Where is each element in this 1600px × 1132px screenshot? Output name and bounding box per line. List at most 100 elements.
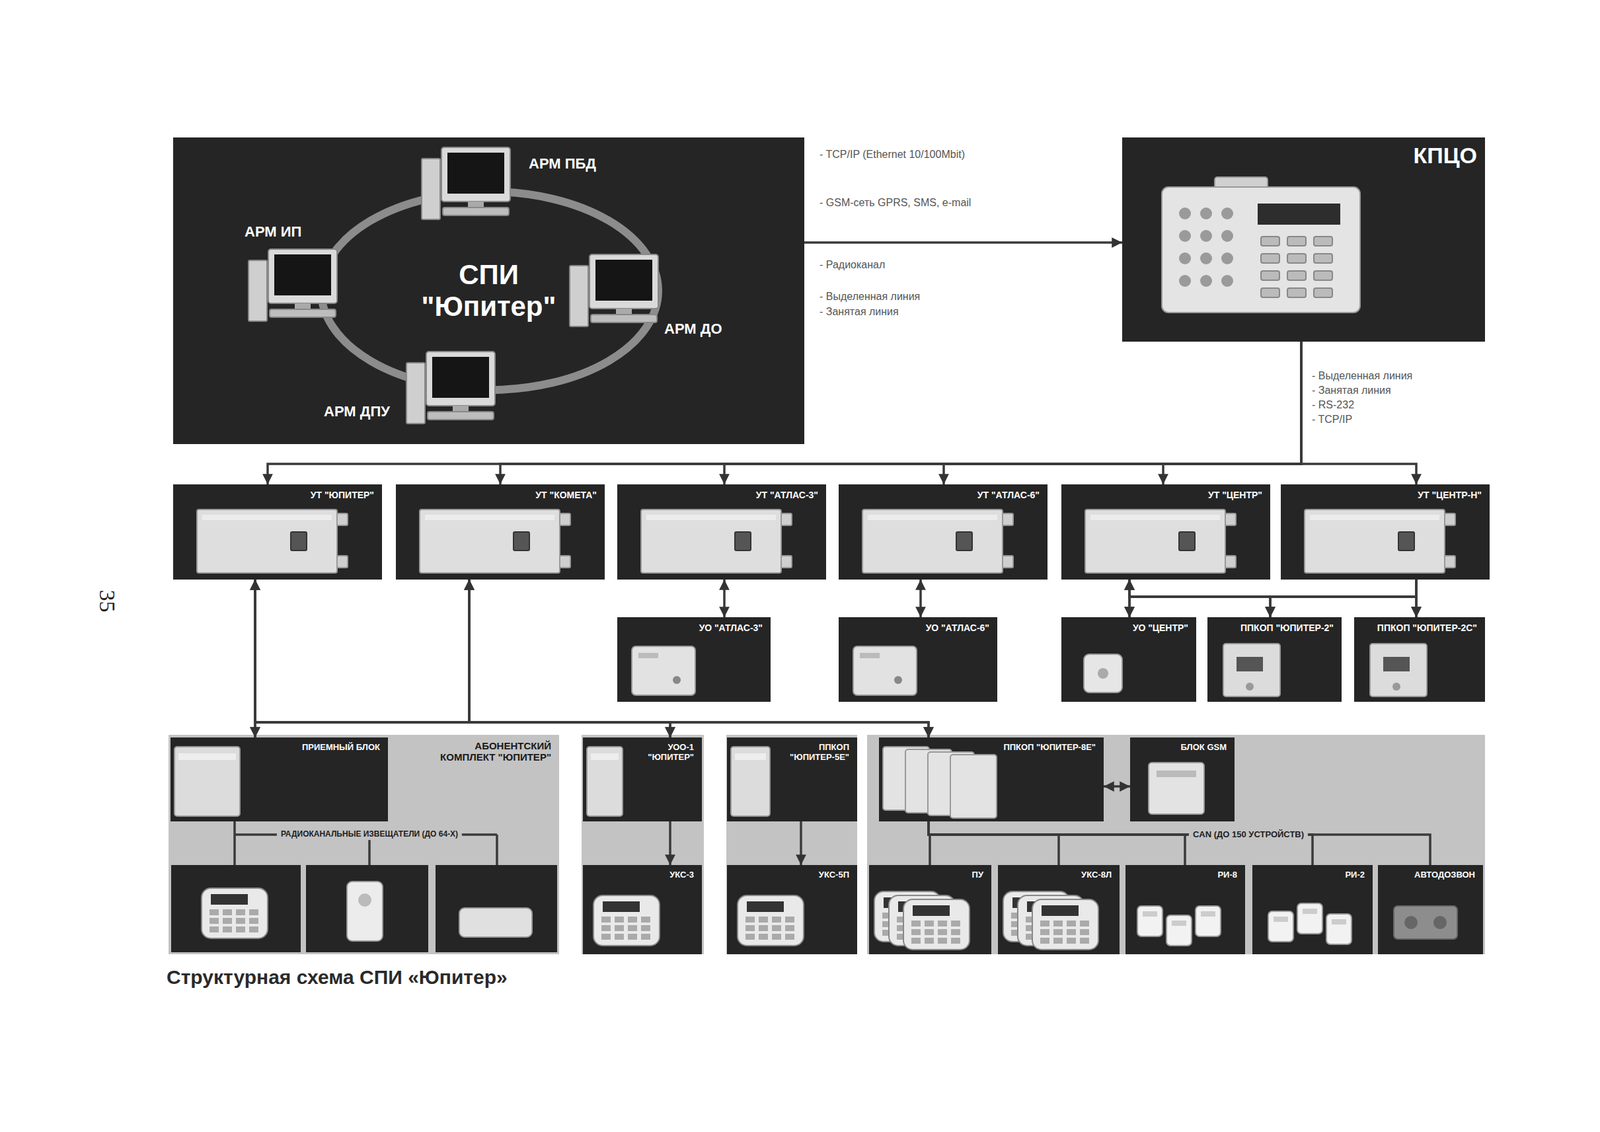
shape-part	[427, 411, 494, 420]
shape-part	[1297, 903, 1323, 934]
shape-part	[1326, 914, 1352, 945]
shape-part	[1383, 656, 1410, 672]
shape-part	[235, 917, 246, 924]
shape-part	[589, 254, 659, 309]
shape-part	[435, 865, 558, 953]
connector	[668, 821, 672, 866]
shape-part	[1171, 920, 1187, 926]
connector	[928, 821, 1185, 866]
node-label: УО "АТЛАС-6"	[925, 622, 990, 634]
shape-part	[1313, 288, 1333, 298]
device-box: ППКОП "ЮПИТЕР-8Е"	[878, 737, 1104, 822]
device-box: УОО-1 "ЮПИТЕР"	[582, 737, 702, 822]
shape-part	[1002, 555, 1014, 568]
connector	[255, 579, 470, 738]
shape-part	[447, 152, 505, 194]
connector	[1163, 341, 1302, 485]
node-label: УО "АТЛАС-3"	[699, 622, 763, 634]
shape-part	[171, 865, 301, 953]
shape-part	[730, 746, 770, 817]
node-label: БЛОК GSM	[1180, 742, 1227, 753]
terminal-box: УТ "КОМЕТА"	[395, 484, 605, 580]
node-label: ППКОП "ЮПИТЕР-8Е"	[1003, 742, 1096, 753]
shape-part	[1313, 253, 1333, 264]
connector	[500, 341, 1302, 485]
shape-part	[1304, 509, 1445, 573]
terminal-box: УТ "АТЛАС-6"	[838, 484, 1048, 580]
shape-part	[1148, 762, 1205, 815]
shape-part	[1079, 920, 1090, 927]
shape-part	[1041, 905, 1079, 916]
page-number: 35	[93, 590, 120, 613]
shape-part	[1393, 906, 1458, 940]
group-panel: АБОНЕНТСКИЙ КОМПЛЕКТ "ЮПИТЕР"ПРИЕМНЫЙ БЛ…	[168, 734, 560, 955]
connector	[267, 341, 1302, 485]
shape-part	[627, 925, 638, 932]
node-label: УО "ЦЕНТР"	[1132, 622, 1189, 634]
node-label: СПИ "Юпитер"	[409, 259, 569, 324]
shape-part	[1370, 643, 1427, 697]
connector	[928, 821, 1313, 866]
shape-part	[1200, 207, 1213, 220]
terminal-box: УТ "ЦЕНТР-Н"	[1280, 484, 1490, 580]
shape-part	[1221, 207, 1234, 220]
shape-part	[559, 555, 571, 568]
shape-part	[601, 933, 611, 940]
shape-part	[467, 201, 484, 207]
shape-part	[1179, 207, 1191, 220]
shape-part	[1090, 514, 1220, 521]
shape-part	[785, 925, 795, 932]
shape-part	[853, 646, 917, 696]
shape-part	[1221, 274, 1234, 287]
shape-part	[1221, 252, 1234, 265]
shape-part	[209, 909, 219, 916]
shape-part	[903, 899, 970, 950]
shape-part	[1433, 915, 1447, 930]
annotation-label: - GSM-сеть GPRS, SMS, e-mail	[819, 196, 972, 209]
shape-part	[1236, 656, 1263, 672]
device-picture	[1122, 137, 1486, 342]
connector	[943, 341, 1302, 485]
shape-part	[951, 929, 961, 936]
node-label: ППКОП "ЮПИТЕР-2С"	[1377, 622, 1478, 634]
shape-part	[196, 509, 338, 573]
shape-part	[1313, 270, 1333, 281]
shape-part	[771, 916, 782, 923]
node-label: КПЦО	[1413, 142, 1478, 169]
shape-part	[614, 916, 624, 923]
connector	[919, 579, 922, 618]
shape-part	[593, 895, 660, 946]
shape-part	[290, 532, 307, 551]
shape-part	[441, 147, 511, 202]
shape-part	[737, 895, 804, 946]
shape-part	[614, 933, 624, 940]
connector	[1270, 579, 1417, 618]
shape-part	[174, 746, 240, 817]
node-label: АВТОДОЗВОН	[1414, 870, 1476, 881]
shape-part	[911, 920, 921, 927]
shape-part	[951, 920, 961, 927]
shape-part	[1085, 509, 1226, 573]
node-label: УТ "ЦЕНТР-Н"	[1417, 489, 1482, 501]
device-box: ПРИЕМНЫЙ БЛОК	[170, 737, 388, 822]
node-label: УОО-1 "ЮПИТЕР"	[627, 742, 694, 763]
device-box: УО "ЦЕНТР"	[1061, 617, 1197, 702]
terminal-box: УТ "ЮПИТЕР"	[173, 484, 382, 580]
group-panel	[867, 734, 1486, 955]
shape-part	[1200, 274, 1213, 287]
connector	[255, 579, 929, 738]
shape-part	[426, 351, 496, 406]
node-label: ППКОП "ЮПИТЕР-2"	[1240, 622, 1334, 634]
shape-part	[859, 652, 880, 659]
shape-part	[785, 933, 795, 940]
shape-part	[210, 894, 248, 905]
shape-part	[346, 881, 383, 942]
connector	[1129, 579, 1271, 618]
shape-part	[614, 925, 624, 932]
shape-part	[1040, 937, 1050, 944]
shape-part	[911, 929, 921, 936]
node-label: УТ "ЦЕНТР"	[1208, 489, 1263, 501]
shape-part	[1200, 229, 1213, 242]
device-box: УО "АТЛАС-6"	[838, 617, 998, 702]
device-box: ППКОП "ЮПИТЕР-2"	[1207, 617, 1342, 702]
